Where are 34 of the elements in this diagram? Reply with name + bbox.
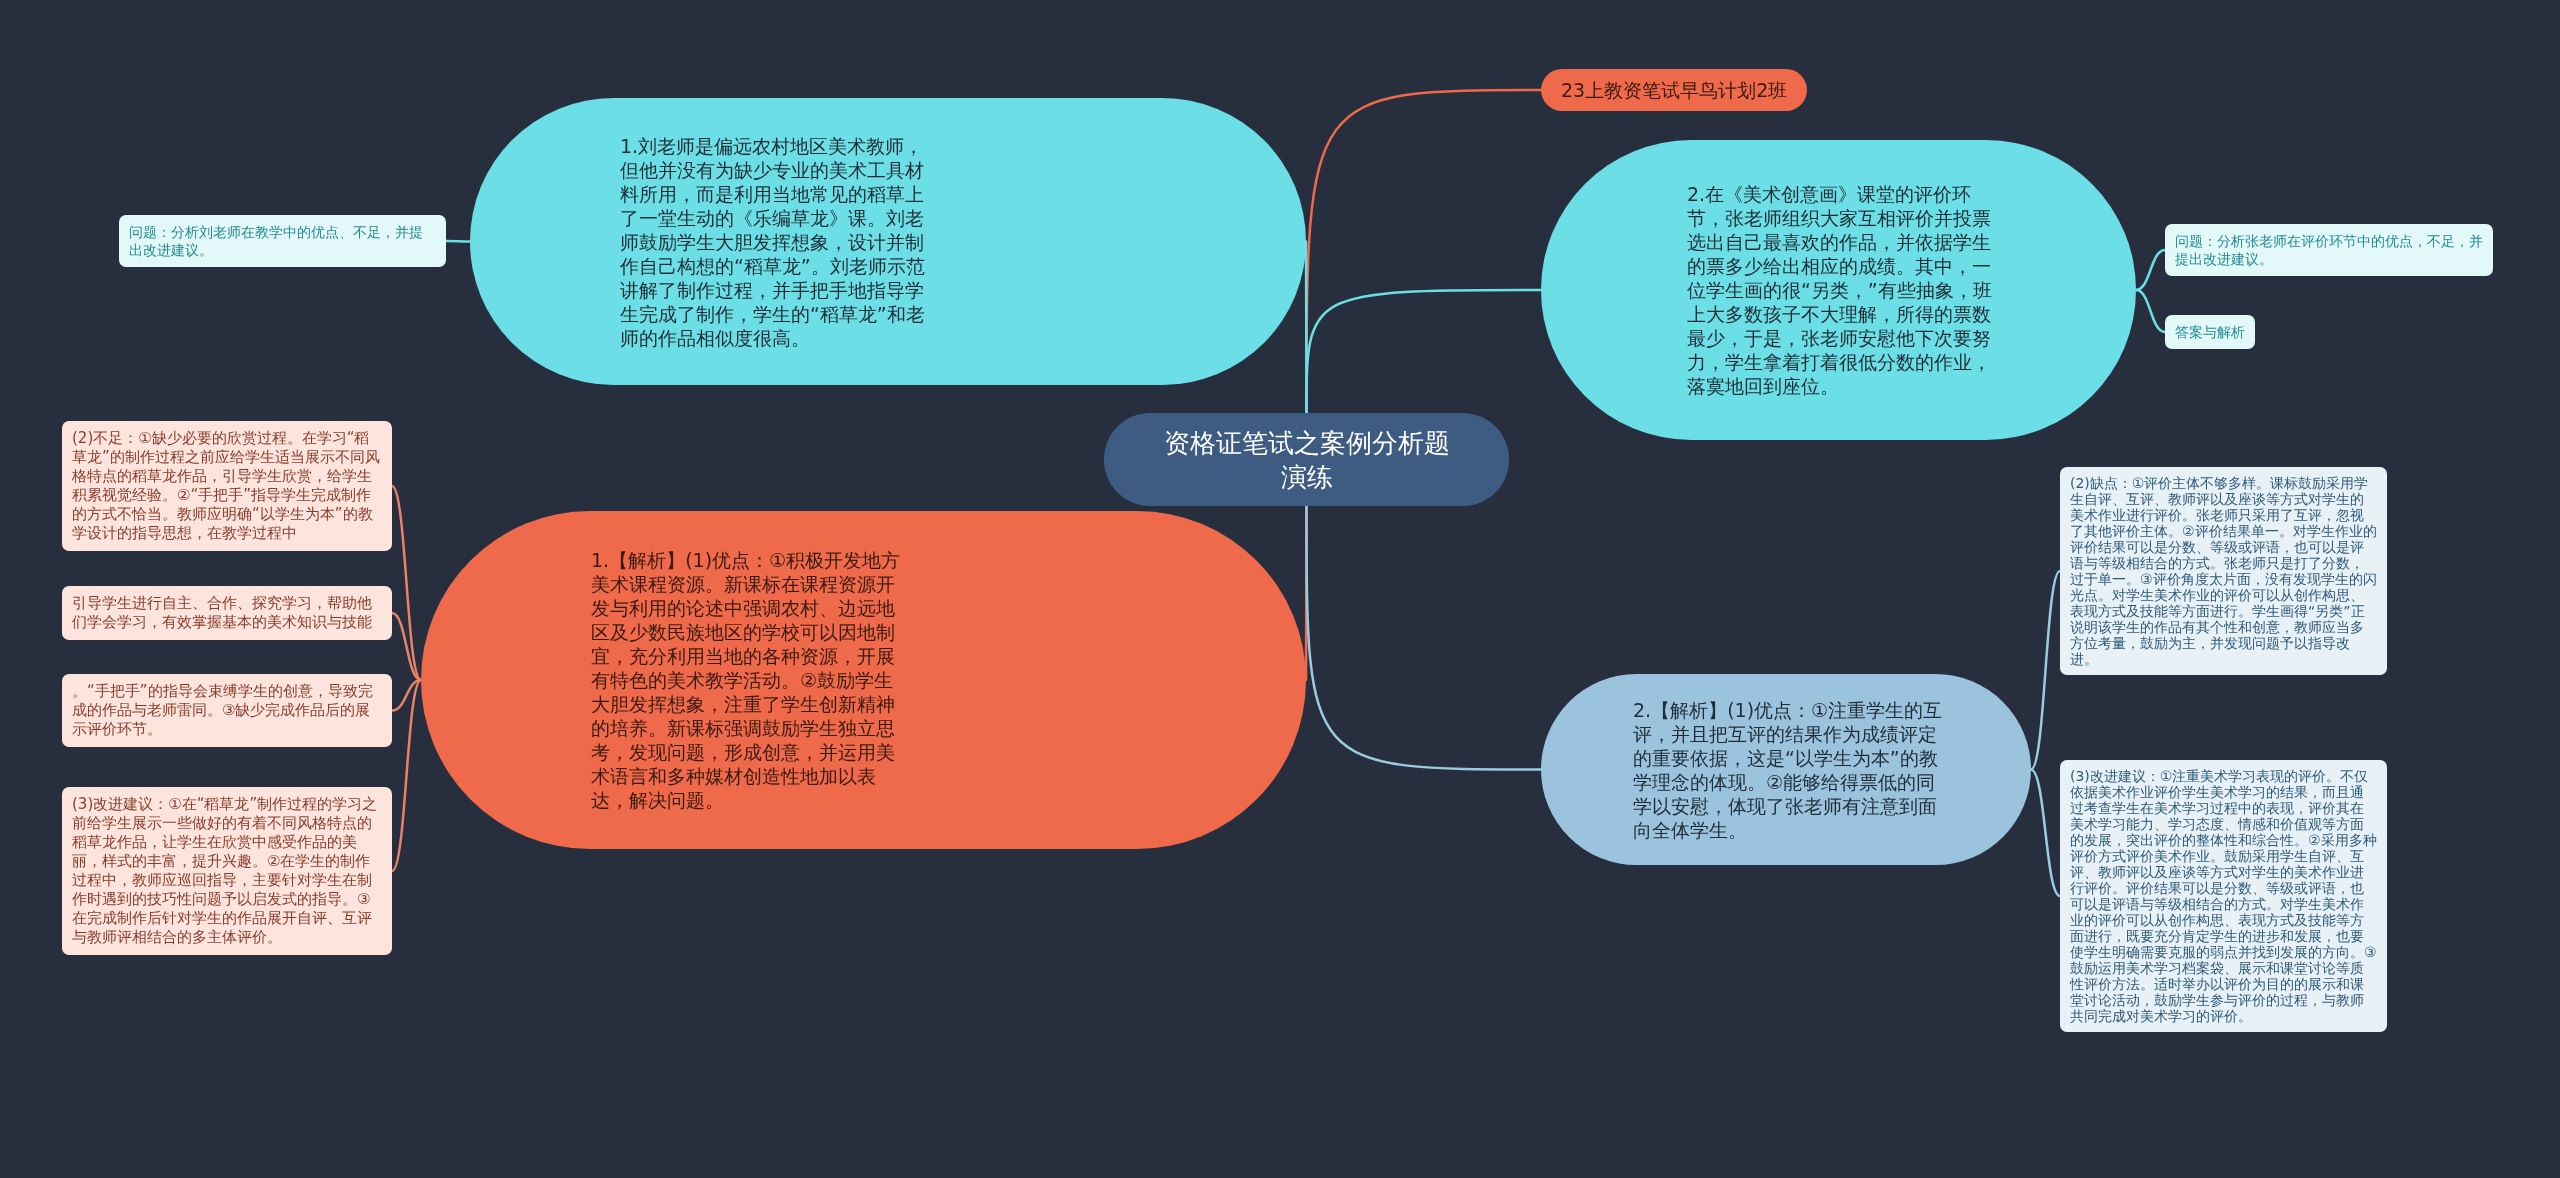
note-card — [62, 787, 392, 955]
note-text: 问题：分析张老师在评价环节中的优点，不足，并提出改进建议。 — [2175, 232, 2483, 268]
note-card — [62, 586, 392, 640]
connector-line — [1305, 288, 1541, 413]
connector-line — [2135, 248, 2166, 292]
note-text: 引导学生进行自主、合作、探究学习，帮助他们学会学习，有效掌握基本的美术知识与技能 — [72, 594, 373, 632]
topic-bubble — [421, 511, 1306, 849]
connector-line — [2030, 570, 2061, 771]
connector-line — [446, 239, 470, 243]
connector-line — [391, 485, 422, 681]
connector-line — [1305, 506, 1541, 771]
note-card — [62, 674, 392, 747]
tag-text: 23上教资笔试早鸟计划2班 — [1561, 78, 1788, 102]
note-text: 答案与解析 — [2175, 323, 2245, 341]
topic-tag — [1541, 69, 1808, 111]
case-text: 2.在《美术创意画》课堂的评价环节，张老师组织大家互相评价并投票选出自己最喜欢的作品，并依据学生的票多少给出相应的成绩。其中，一位学生画的很“另类，”有些抽象，班上大多数孩子不大理解，所得的票数最少，于是，张老师安慰他下次要努力，学生拿着打着很低分数的作业，落寞地回到座位。 — [1687, 182, 1992, 398]
analysis-text: 2.【解析】(1)优点：①注重学生的互评，并且把互评的结果作为成绩评定的重要依据，这是“以学生为本”的教学理念的体现。②能够给得票低的同学以安慰，体现了张老师有注意到面向全体学生。 — [1633, 697, 1943, 842]
connector-line — [2135, 288, 2166, 334]
topic-bubble — [470, 98, 1306, 385]
connector-line — [391, 678, 422, 712]
note-text: 。“手把手”的指导会束缚学生的创意，导致完成的作品与老师雷同。③缺少完成作品后的展示评价环节。 — [72, 682, 374, 739]
note-card — [2165, 224, 2493, 276]
note-text: 问题：分析刘老师在教学中的优点、不足，并提出改进建议。 — [129, 223, 424, 259]
note-card — [62, 421, 392, 551]
analysis-text: 1.【解析】(1)优点：①积极开发地方美术课程资源。新课标在课程资源开发与利用的论述中强调农村、边远地区及少数民族地区的学校可以因地制宜，充分利用当地的各种资源，开展有特色的美术教学活动。②鼓励学生大胆发挥想象，注重了学生创新精神的培养。新课标强调鼓励学生独立思考，发现问题，形成创意，并运用美术语言和多种媒材创造性地加以表达，解决问题。 — [591, 548, 901, 812]
note-text: (3)改进建议：①在“稻草龙”制作过程的学习之前给学生展示一些做好的有着不同风格特点的稻草龙作品，让学生在欣赏中感受作品的美丽，样式的丰富，提升兴趣。②在学生的制作过程中，教师应巡回指导，主要针对学生在制作时遇到的技巧性问题予以启发式的指导。③在完成制作后针对学生的作品展开自评、互评与教师评相结合的多主体评价。 — [72, 795, 379, 947]
note-card — [119, 215, 446, 267]
note-text: (2)不足：①缺少必要的欣赏过程。在学习“稻草龙”的制作过程之前应给学生适当展示不同风格特点的稻草龙作品，引导学生欣赏，给学生积累视觉经验。②“手把手”指导学生完成制作的方式不恰当。教师应明确“以学生为本”的教学设计的指导思想，在教学过程中 — [72, 429, 381, 543]
note-text: (3)改进建议：①注重美术学习表现的评价。不仅依据美术作业评价学生美术学习的结果，而且通过考查学生在美术学习过程中的表现，评价其在美术学习能力、学习态度、情感和价值观等方面的发展，突出评价的整体性和综合性。②采用多种评价方式评价美术作业。鼓励采用学生自评、互评、教师评以及座谈等方式对学生的美术作业进行评价。评价结果可以是分数、等级或评语，也可以是评语与等级相结合的方式。对学生美术作业的评价可以从创作构思、表现方式及技能等方面进行，既要充分肯定学生的进步和发展，也要使学生明确需要克服的弱点并找到发展的方向。③鼓励运用美术学习档案袋、展示和课堂讨论等质性评价方法。适时举办以评价为目的的展示和课堂讨论活动，鼓励学生参与评价的过程，与教师共同完成对美术学习的评价。 — [2070, 768, 2377, 1024]
case-text: 1.刘老师是偏远农村地区美术教师，但他并没有为缺少专业的美术工具材料所用，而是利用当地常见的稻草上了一堂生动的《乐编草龙》课。刘老师鼓励学生大胆发挥想象，设计并制作自己构想的“稻草龙”。刘老师示范讲解了制作过程，并手把手地指导学生完成了制作，学生的“稻草龙”和老师的作品相似度很高。 — [620, 133, 925, 350]
note-card — [2165, 315, 2255, 349]
note-text: (2)缺点：①评价主体不够多样。课标鼓励采用学生自评、互评、教师评以及座谈等方式对学生的美术作业进行评价。张老师只采用了互评，忽视了其他评价主体。②评价结果单一。对学生作业的评价结果可以是分数、等级或评语，也可以是评语与等级相结合的方式。张老师只是打了分数，过于单一。③评价角度太片面，没有发现学生的闪光点。对学生美术作业的评价可以从创作构思、表现方式及技能等方面进行。学生画得“另类”正说明该学生的作品有其个性和创意，教师应当多方位考量，鼓励为主，并发现问题予以指导改进。 — [2070, 475, 2377, 667]
connector-line — [2030, 768, 2061, 897]
topic-title: 资格证笔试之案例分析题演练 — [1162, 426, 1451, 494]
